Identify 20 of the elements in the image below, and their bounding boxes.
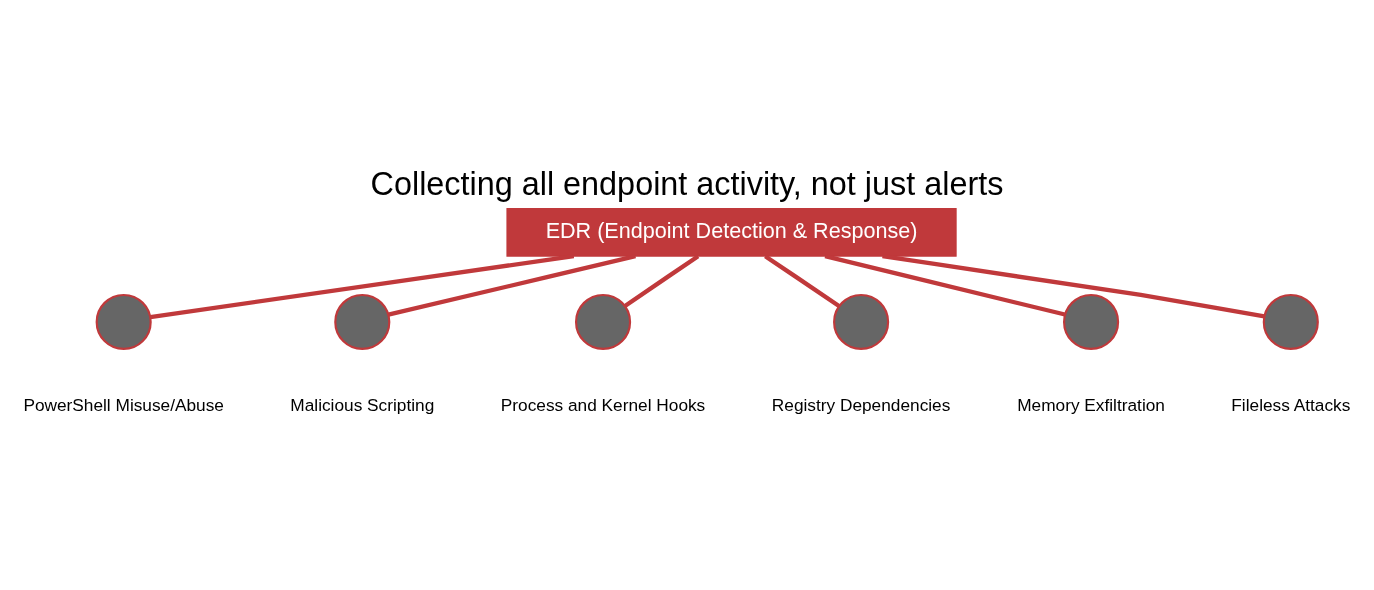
node-label: Memory Exfiltration <box>1017 394 1165 415</box>
connector <box>150 253 575 319</box>
node-label: Registry Dependencies <box>771 394 951 415</box>
node-circle <box>334 293 391 350</box>
connector <box>623 253 700 308</box>
diagram-title: Collecting all endpoint activity, not just alerts <box>370 165 1004 202</box>
node-circle <box>1262 293 1319 350</box>
node-circle <box>1063 293 1120 350</box>
node-circle <box>574 293 632 350</box>
node-label: Process and Kernel Hooks <box>500 394 706 415</box>
connector <box>387 253 636 317</box>
node-box: EDR (Endpoint Detection & Response) <box>506 207 957 257</box>
node-label: PowerShell Misuse/Abuse <box>23 394 224 415</box>
node-label: Fileless Attacks <box>1231 394 1351 415</box>
connector <box>764 253 841 308</box>
node-circle <box>833 293 890 350</box>
connector <box>882 253 1265 318</box>
node-circle <box>95 293 152 350</box>
connector <box>824 253 1066 317</box>
node-label: Malicious Scripting <box>290 394 435 415</box>
